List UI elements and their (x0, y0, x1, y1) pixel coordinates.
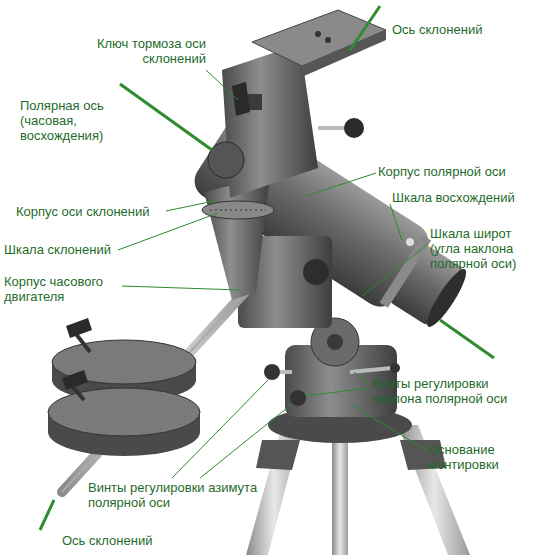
azimuth-knob (290, 390, 306, 406)
dec-scale-ring (202, 201, 274, 219)
tripod-leg (332, 428, 348, 555)
drive-knob (303, 259, 329, 285)
axis-label: Ось склонений (392, 22, 532, 37)
tube-end (421, 265, 471, 331)
part-label: Винты регулировки наклона полярной оси (372, 376, 540, 406)
leader-line (172, 380, 268, 478)
part-label: Корпус часового двигателя (4, 274, 126, 304)
part-label: Основание монтировки (428, 442, 528, 472)
leader-line (200, 404, 292, 478)
part-label: Шкала широт (угла наклона полярной оси) (430, 226, 540, 271)
azimuth-screw (280, 370, 292, 374)
tripod-hinge (256, 440, 300, 470)
saddle-knob (344, 118, 364, 138)
saddle-bolt (318, 126, 348, 130)
part-label: Шкала восхождений (392, 190, 540, 205)
dec-axis-line (40, 500, 54, 530)
azimuth-knob (264, 364, 280, 380)
weight-lock-handle (66, 318, 92, 338)
saddle-screw (315, 31, 321, 37)
part-label: Корпус полярной оси (378, 164, 538, 179)
leader-line (354, 372, 368, 384)
saddle-plate (252, 10, 386, 66)
saddle-edge (302, 30, 386, 76)
part-label: Винты регулировки азимута полярной оси (88, 480, 266, 510)
ra-pointer (406, 238, 414, 246)
part-label: Шкала склонений (4, 242, 134, 257)
counterweight (48, 388, 200, 436)
polar-axis-line (440, 320, 494, 358)
leader-line (166, 201, 214, 211)
leader-line (362, 244, 428, 296)
dec-side-cap (208, 142, 244, 178)
saddle-screw (325, 37, 331, 43)
axis-lines (40, 6, 494, 530)
weight-lock (72, 386, 84, 400)
axis-label: Ось склонений (62, 533, 202, 548)
axis-label: Полярная ось (часовая, восхождения) (20, 98, 120, 143)
polar-axis-line (120, 84, 212, 150)
leader-line (206, 70, 238, 100)
tripod (246, 407, 470, 555)
counterweight-assembly (48, 292, 245, 492)
ra-scale-ring (379, 235, 431, 308)
part-label: Ключ тормоза оси склонений (56, 36, 206, 66)
weight-lock-handle (62, 370, 88, 390)
dec-axis-line (350, 6, 380, 50)
weight-lock (76, 334, 90, 352)
dec-clamp-lever (232, 82, 250, 116)
pivot-bolt (327, 334, 343, 350)
leader-line (306, 173, 376, 196)
part-label: Корпус оси склонений (16, 204, 176, 219)
leader-line (390, 204, 402, 240)
tilt-knob (390, 363, 400, 373)
leader-line (122, 286, 240, 290)
leader-lines (118, 70, 428, 478)
dec-scale-ticks (210, 210, 266, 211)
leader-line (306, 388, 368, 396)
leader-line (350, 404, 426, 450)
tilt-screw (350, 368, 392, 372)
